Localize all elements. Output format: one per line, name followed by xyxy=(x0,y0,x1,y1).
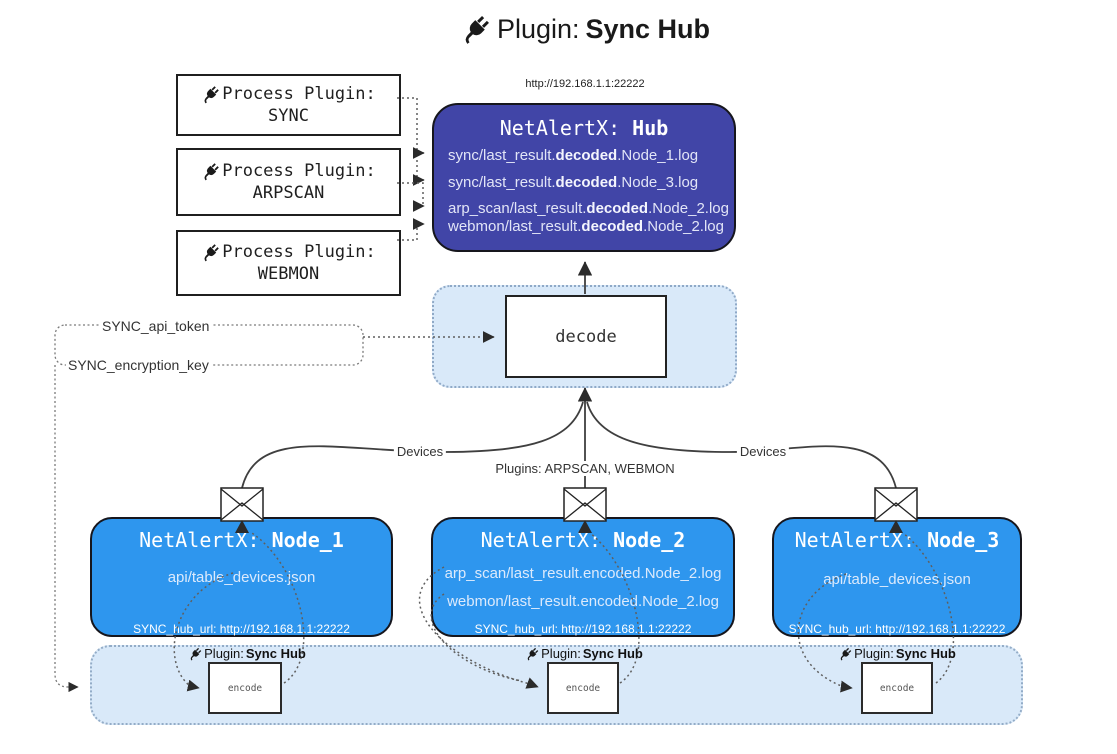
plug-icon xyxy=(838,647,852,661)
hub-box: NetAlertX: Hub sync/last_result.decoded.… xyxy=(432,103,736,252)
encode-plugin-label: Plugin: Sync Hub xyxy=(525,646,643,661)
process-plugin-name: WEBMON xyxy=(257,264,320,284)
edge-label-plugins-center: Plugins: ARPSCAN, WEBMON xyxy=(492,461,678,476)
decode-box: decode xyxy=(505,295,667,378)
node-title: NetAlertX: Node_1 xyxy=(139,528,344,552)
hub-title-bold: Hub xyxy=(632,116,669,140)
process-plugin-box-webmon: Process Plugin: WEBMON xyxy=(176,230,401,296)
node-hub-url: SYNC_hub_url: http://192.168.1.1:22222 xyxy=(474,622,692,636)
plug-icon xyxy=(460,14,491,45)
hub-title: NetAlertX: Hub xyxy=(434,116,734,140)
plug-icon xyxy=(201,243,220,262)
plug-icon xyxy=(188,647,202,661)
process-plugin-name: SYNC xyxy=(268,106,309,126)
hub-url-label: http://192.168.1.1:22222 xyxy=(525,78,645,90)
process-plugin-label: Process Plugin: xyxy=(222,161,376,181)
encode-box: encode xyxy=(208,662,282,714)
hub-title-prefix: NetAlertX: xyxy=(499,116,633,140)
node-file-line: api/table_devices.json xyxy=(823,571,971,588)
process-plugin-name: ARPSCAN xyxy=(252,183,325,203)
node-file-line: api/table_devices.json xyxy=(167,569,316,586)
page-title-bold: Sync Hub xyxy=(585,14,711,44)
plug-icon xyxy=(201,85,220,104)
hub-log-line: webmon/last_result.decoded.Node_2.log xyxy=(448,218,724,235)
node-title: NetAlertX: Node_3 xyxy=(794,528,1000,552)
plug-icon xyxy=(525,647,539,661)
process-plugin-box-arpscan: Process Plugin: ARPSCAN xyxy=(176,148,401,216)
node-box-node-3: NetAlertX: Node_3 api/table_devices.json… xyxy=(772,517,1022,637)
encode-plugin-label: Plugin: Sync Hub xyxy=(838,646,956,661)
process-plugin-label: Process Plugin: xyxy=(222,242,376,262)
encode-box: encode xyxy=(547,662,619,714)
plug-icon xyxy=(201,162,220,181)
hub-log-line: sync/last_result.decoded.Node_1.log xyxy=(448,147,699,164)
connector-plugins-to-hub xyxy=(397,97,425,241)
page-title: Plugin: Sync Hub xyxy=(460,14,710,45)
node-file-line: arp_scan/last_result.encoded.Node_2.log xyxy=(444,565,722,582)
sync-encryption-key-label: SYNC_encryption_key xyxy=(66,357,211,373)
node-hub-url: SYNC_hub_url: http://192.168.1.1:22222 xyxy=(788,622,1006,636)
node-hub-url: SYNC_hub_url: http://192.168.1.1:22222 xyxy=(133,622,350,636)
hub-log-line: arp_scan/last_result.decoded.Node_2.log xyxy=(448,200,729,217)
node-title: NetAlertX: Node_2 xyxy=(480,528,686,552)
node-box-node-2: NetAlertX: Node_2 arp_scan/last_result.e… xyxy=(431,517,735,637)
edge-label-devices-right: Devices xyxy=(736,444,790,459)
hub-log-line: sync/last_result.decoded.Node_3.log xyxy=(448,174,699,191)
page-title-prefix: Plugin: xyxy=(496,14,580,44)
encode-plugin-label: Plugin: Sync Hub xyxy=(188,646,306,661)
process-plugin-label: Process Plugin: xyxy=(222,84,376,104)
process-plugin-box-sync: Process Plugin: SYNC xyxy=(176,74,401,136)
sync-api-token-label: SYNC_api_token xyxy=(100,318,212,334)
edge-label-devices-left: Devices xyxy=(393,444,447,459)
encode-box: encode xyxy=(861,662,933,714)
node-box-node-1: NetAlertX: Node_1 api/table_devices.json… xyxy=(90,517,393,637)
node-file-line: webmon/last_result.encoded.Node_2.log xyxy=(447,593,719,610)
